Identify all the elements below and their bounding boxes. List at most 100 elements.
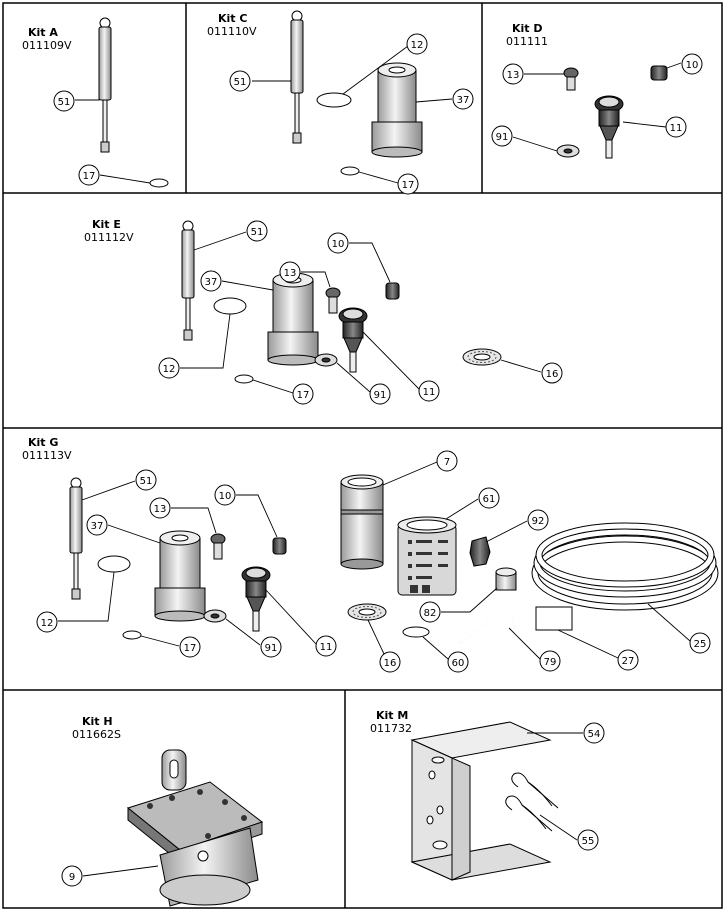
- svg-text:16: 16: [384, 658, 397, 669]
- svg-text:55: 55: [582, 836, 595, 847]
- kit-d-code: 011111: [506, 35, 548, 48]
- part-17-oring: [122, 630, 142, 640]
- callout-37: 37: [200, 270, 222, 292]
- callout-37: 37: [86, 514, 108, 536]
- part-25-hose: [531, 522, 719, 611]
- svg-text:91: 91: [265, 643, 278, 654]
- kit-c-title: Kit C: [218, 12, 247, 25]
- part-37-housing: [371, 62, 423, 158]
- callout-11: 11: [315, 635, 337, 657]
- callout-13: 13: [279, 261, 301, 283]
- kit-d-title: Kit D: [512, 22, 543, 35]
- part-13-valve: [210, 533, 226, 560]
- kit-m-title: Kit M: [376, 709, 408, 722]
- part-10-spring: [385, 282, 400, 300]
- callout-12: 12: [406, 33, 428, 55]
- callout-51: 51: [53, 90, 75, 112]
- part-11-fitting: [241, 566, 271, 632]
- part-9-regulator: [126, 749, 264, 907]
- svg-text:91: 91: [374, 390, 387, 401]
- part-7-sleeve: [340, 474, 384, 570]
- callout-54: 54: [583, 722, 605, 744]
- callout-51: 51: [229, 70, 251, 92]
- part-60-oring: [402, 626, 430, 638]
- callout-82: 82: [419, 601, 441, 623]
- callout-17: 17: [397, 173, 419, 195]
- svg-text:37: 37: [205, 277, 218, 288]
- callout-51: 51: [246, 220, 268, 242]
- part-12-ring: [97, 555, 131, 573]
- part-13-valve: [325, 287, 341, 314]
- kit-g-panel: Kit G 011113V 51 37 13 10 12: [22, 436, 719, 673]
- callout-10: 10: [214, 484, 236, 506]
- svg-text:54: 54: [588, 729, 601, 740]
- svg-text:51: 51: [140, 476, 153, 487]
- svg-text:13: 13: [507, 70, 520, 81]
- callout-10: 10: [681, 53, 703, 75]
- svg-text:11: 11: [423, 387, 436, 398]
- callout-12: 12: [36, 611, 58, 633]
- svg-text:17: 17: [184, 643, 197, 654]
- kit-m-panel: Kit M 011732 54 55: [370, 709, 605, 881]
- svg-text:12: 12: [163, 364, 176, 375]
- svg-text:11: 11: [320, 642, 333, 653]
- part-51-shock: [98, 17, 112, 153]
- callout-10: 10: [327, 232, 349, 254]
- part-91-washer: [314, 353, 338, 367]
- kit-h-title: Kit H: [82, 715, 113, 728]
- part-11-fitting: [338, 307, 368, 373]
- part-92-nut: [469, 536, 491, 567]
- callout-7: 7: [436, 450, 458, 472]
- callout-51: 51: [135, 469, 157, 491]
- part-82-bushing: [495, 567, 517, 591]
- callout-55: 55: [577, 829, 599, 851]
- callout-13: 13: [149, 497, 171, 519]
- kit-e-title: Kit E: [92, 218, 121, 231]
- svg-text:27: 27: [622, 656, 635, 667]
- kit-h-panel: Kit H 011662S 9: [61, 715, 264, 907]
- part-17-oring: [234, 374, 254, 384]
- svg-text:12: 12: [411, 40, 424, 51]
- callout-16: 16: [541, 362, 563, 384]
- callout-91: 91: [260, 636, 282, 658]
- part-79-clip: [460, 614, 516, 644]
- kit-g-title: Kit G: [28, 436, 58, 449]
- callout-79: 79: [539, 650, 561, 672]
- svg-text:17: 17: [297, 390, 310, 401]
- part-51-shock: [181, 220, 195, 341]
- callout-92: 92: [527, 509, 549, 531]
- part-51-shock: [290, 10, 304, 144]
- svg-text:17: 17: [402, 180, 415, 191]
- callout-17: 17: [179, 636, 201, 658]
- part-17-oring: [149, 178, 169, 188]
- part-91-washer: [556, 144, 580, 158]
- part-12-ring: [213, 297, 247, 315]
- callout-60: 60: [447, 651, 469, 673]
- part-10-spring: [650, 65, 668, 81]
- callout-12: 12: [158, 357, 180, 379]
- svg-text:61: 61: [483, 494, 496, 505]
- svg-text:92: 92: [532, 516, 545, 527]
- callout-27: 27: [617, 649, 639, 671]
- svg-text:12: 12: [41, 618, 54, 629]
- kit-e-panel: Kit E 011112V 51 37 13 10 12: [84, 218, 563, 405]
- kit-c-panel: Kit C 011110V 51 12 37 17: [207, 10, 474, 195]
- svg-text:91: 91: [496, 132, 509, 143]
- kit-h-code: 011662S: [72, 728, 121, 741]
- part-11-fitting: [594, 95, 624, 159]
- svg-text:17: 17: [83, 171, 96, 182]
- callout-91: 91: [491, 125, 513, 147]
- svg-text:7: 7: [444, 457, 450, 468]
- svg-text:51: 51: [251, 227, 264, 238]
- svg-text:37: 37: [91, 521, 104, 532]
- part-61-meter: [397, 516, 457, 596]
- svg-text:9: 9: [69, 872, 75, 883]
- kit-a-title: Kit A: [28, 26, 58, 39]
- svg-text:10: 10: [332, 239, 345, 250]
- svg-text:60: 60: [452, 658, 465, 669]
- callout-16: 16: [379, 651, 401, 673]
- callout-11: 11: [665, 116, 687, 138]
- kit-e-code: 011112V: [84, 231, 134, 244]
